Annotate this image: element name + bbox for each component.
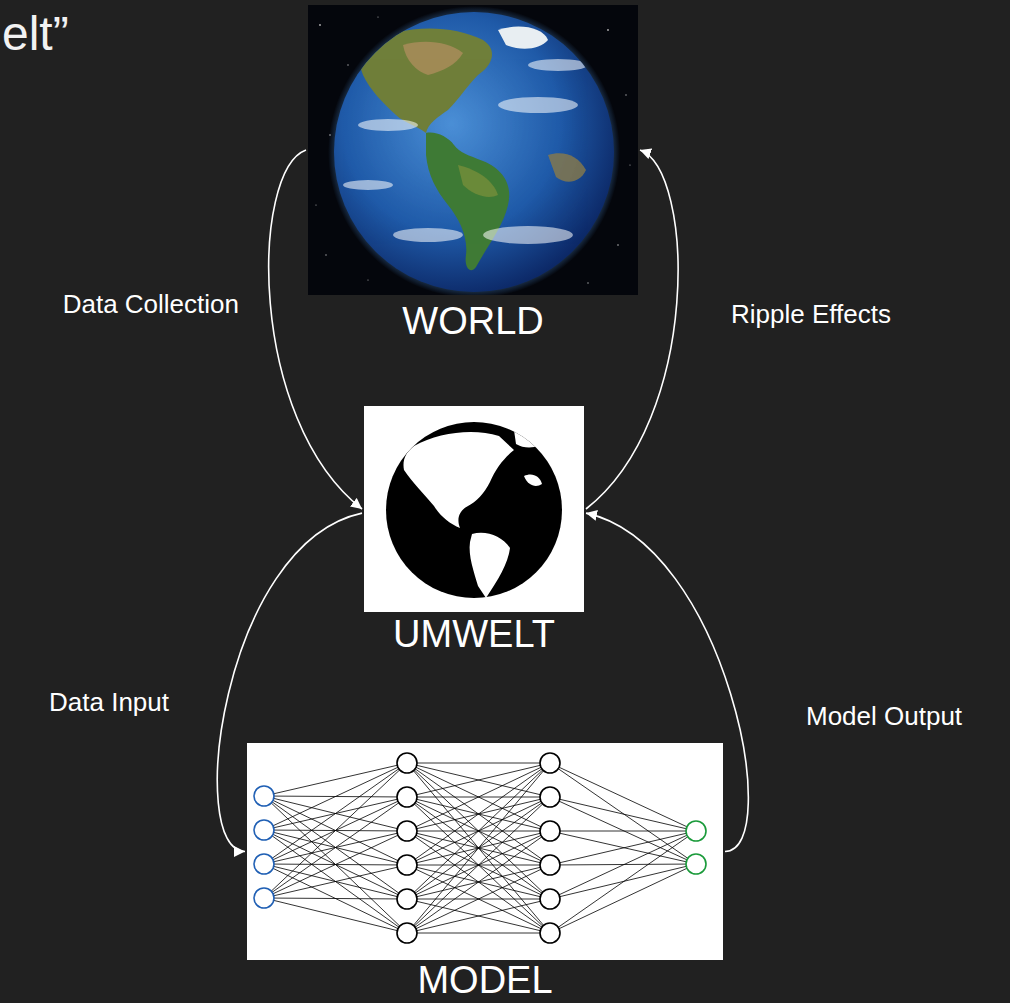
- nn-link: [550, 864, 696, 933]
- nn-link: [550, 831, 696, 832]
- nn-link: [407, 797, 550, 933]
- nn-neuron: [254, 820, 274, 840]
- nn-neuron: [397, 855, 417, 875]
- nn-neuron: [254, 854, 274, 874]
- nn-link: [407, 831, 550, 933]
- nn-neuron: [254, 786, 274, 806]
- diagram-title: elt”: [2, 6, 69, 62]
- node-figure: MODEL: [247, 743, 723, 1000]
- figure-label: UMWELT: [364, 614, 584, 654]
- nn-link: [550, 831, 696, 933]
- nn-link: [550, 763, 696, 831]
- nn-link: [264, 864, 407, 933]
- nn-link: [264, 830, 407, 899]
- nn-link: [550, 763, 696, 864]
- edge-label: Model Output: [803, 700, 965, 732]
- edge-label: Data Collection: [60, 288, 242, 320]
- neural-network: [247, 743, 723, 960]
- nn-link: [550, 831, 696, 864]
- nn-link: [407, 763, 550, 865]
- nn-neuron: [397, 923, 417, 943]
- nn-link: [264, 796, 407, 899]
- nn-link: [407, 831, 550, 933]
- nn-link: [264, 831, 407, 898]
- globe-icon: [364, 406, 584, 612]
- nn-link: [264, 898, 407, 933]
- figure-frame: [364, 406, 584, 612]
- nn-link: [407, 865, 550, 933]
- edge-label: Data Input: [46, 686, 172, 718]
- nn-link: [407, 763, 550, 933]
- nn-link: [407, 763, 550, 831]
- nn-link: [264, 796, 407, 933]
- nn-link: [264, 830, 407, 933]
- nn-link: [407, 763, 550, 865]
- nn-link: [407, 763, 550, 899]
- figure-label: WORLD: [308, 301, 638, 341]
- nn-link: [550, 864, 696, 899]
- nn-link: [407, 899, 550, 933]
- nn-neuron: [540, 753, 560, 773]
- nn-link: [407, 763, 550, 797]
- nn-link: [264, 763, 407, 898]
- nn-neuron: [397, 889, 417, 909]
- nn-link: [264, 763, 407, 830]
- nn-link: [264, 865, 407, 898]
- edge-label: Ripple Effects: [728, 298, 894, 330]
- nn-link: [550, 797, 696, 831]
- nn-link: [407, 763, 550, 831]
- figure-frame: [308, 5, 638, 295]
- figure-frame: [247, 743, 723, 960]
- nn-link: [264, 763, 407, 864]
- node-figure: UMWELT: [364, 406, 584, 654]
- nn-link: [407, 899, 550, 933]
- nn-neuron: [540, 821, 560, 841]
- figure-label: MODEL: [247, 960, 723, 1000]
- nn-neuron: [686, 821, 706, 841]
- nn-link: [550, 831, 696, 865]
- nn-link: [550, 831, 696, 899]
- earth-photo: [308, 5, 638, 295]
- nn-link: [264, 898, 407, 899]
- nn-link: [407, 763, 550, 933]
- nn-neuron: [397, 787, 417, 807]
- nn-neuron: [540, 923, 560, 943]
- nn-neuron: [397, 821, 417, 841]
- nn-neuron: [254, 888, 274, 908]
- nn-link: [407, 797, 550, 933]
- nn-neuron: [540, 855, 560, 875]
- nn-link: [550, 797, 696, 864]
- nn-link: [407, 865, 550, 933]
- nn-link: [407, 933, 550, 934]
- nn-link: [407, 763, 550, 899]
- nn-link: [264, 797, 407, 898]
- nn-neuron: [540, 787, 560, 807]
- nn-link: [264, 864, 407, 899]
- nn-neuron: [397, 753, 417, 773]
- nn-neuron: [540, 889, 560, 909]
- nn-neuron: [686, 854, 706, 874]
- node-figure: WORLD: [308, 5, 638, 341]
- nn-link: [407, 763, 550, 764]
- nn-link: [264, 763, 407, 796]
- nn-link: [407, 763, 550, 797]
